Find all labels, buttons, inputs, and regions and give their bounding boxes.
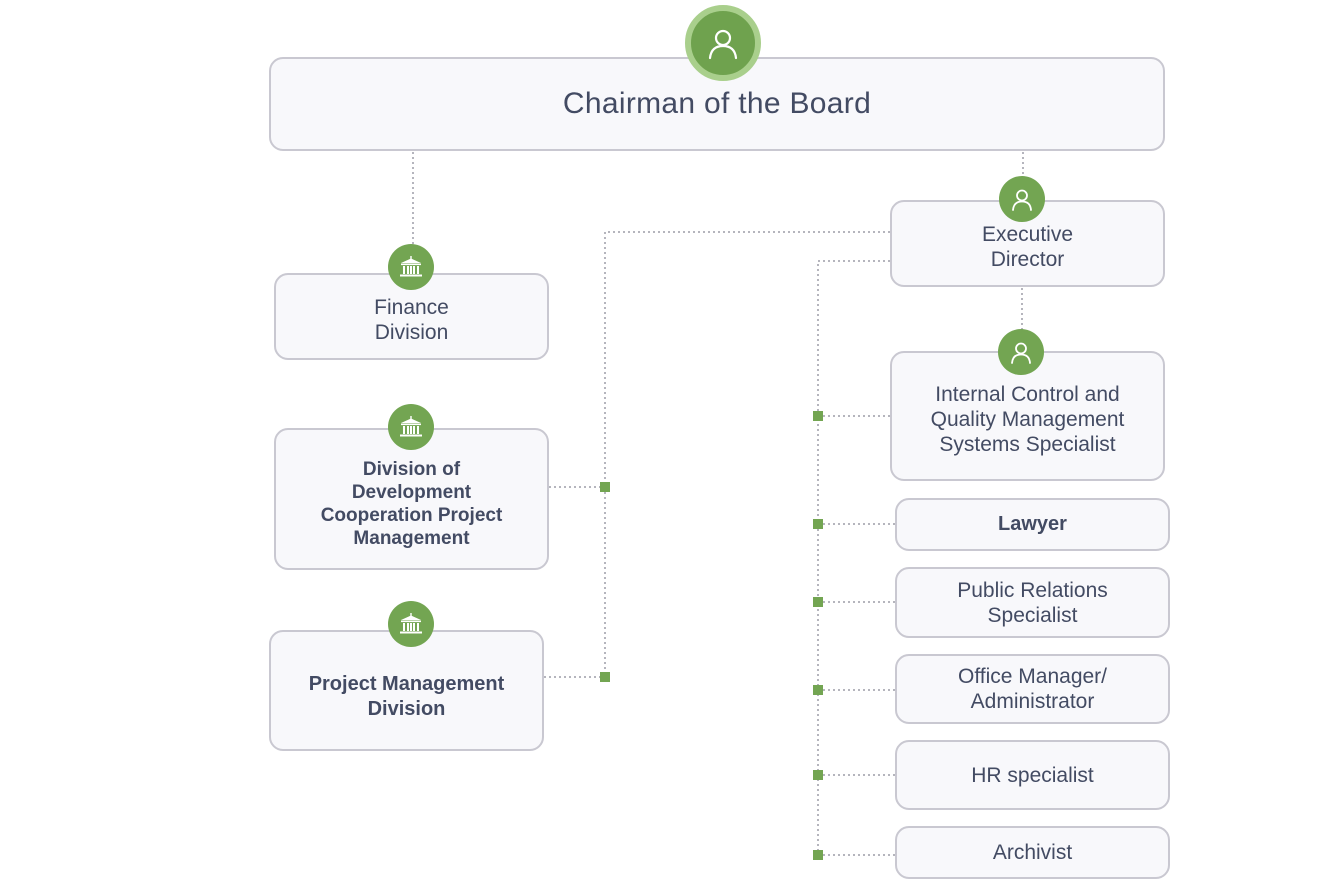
archivist-label: Archivist [992, 841, 1073, 864]
person-icon [708, 29, 738, 60]
connector-executive-division-trunk [604, 231, 890, 677]
building-icon [400, 416, 422, 437]
connector-node [813, 597, 823, 607]
person-icon [1011, 342, 1031, 364]
hr-specialist-label: HR specialist [971, 763, 1094, 787]
chairman-label: Chairman of the Board [562, 87, 872, 120]
connector-executive-specialist-trunk [817, 260, 890, 855]
development-cooperation-division-badge [388, 404, 434, 450]
office-manager-box[interactable]: Office Manager/Administrator [895, 654, 1170, 724]
building-icon [400, 256, 422, 277]
office-manager-label: Office Manager/Administrator [957, 665, 1108, 713]
lawyer-box[interactable]: Lawyer [895, 498, 1170, 551]
internal-control-specialist-badge [998, 329, 1044, 375]
connector-node [813, 685, 823, 695]
chairman-box[interactable]: Chairman of the Board [269, 57, 1165, 151]
connector-node [813, 850, 823, 860]
finance-division-badge [388, 244, 434, 290]
lawyer-label: Lawyer [998, 513, 1067, 535]
connector-node [600, 672, 610, 682]
hr-specialist-box[interactable]: HR specialist [895, 740, 1170, 810]
connector-node [813, 519, 823, 529]
chairman-badge [685, 5, 761, 81]
person-icon [1012, 189, 1032, 211]
executive-director-badge [999, 176, 1045, 222]
connector-node [813, 770, 823, 780]
connector-node [813, 411, 823, 421]
building-icon [400, 613, 422, 634]
project-management-division-badge [388, 601, 434, 647]
connector-node [600, 482, 610, 492]
archivist-box[interactable]: Archivist [895, 826, 1170, 879]
